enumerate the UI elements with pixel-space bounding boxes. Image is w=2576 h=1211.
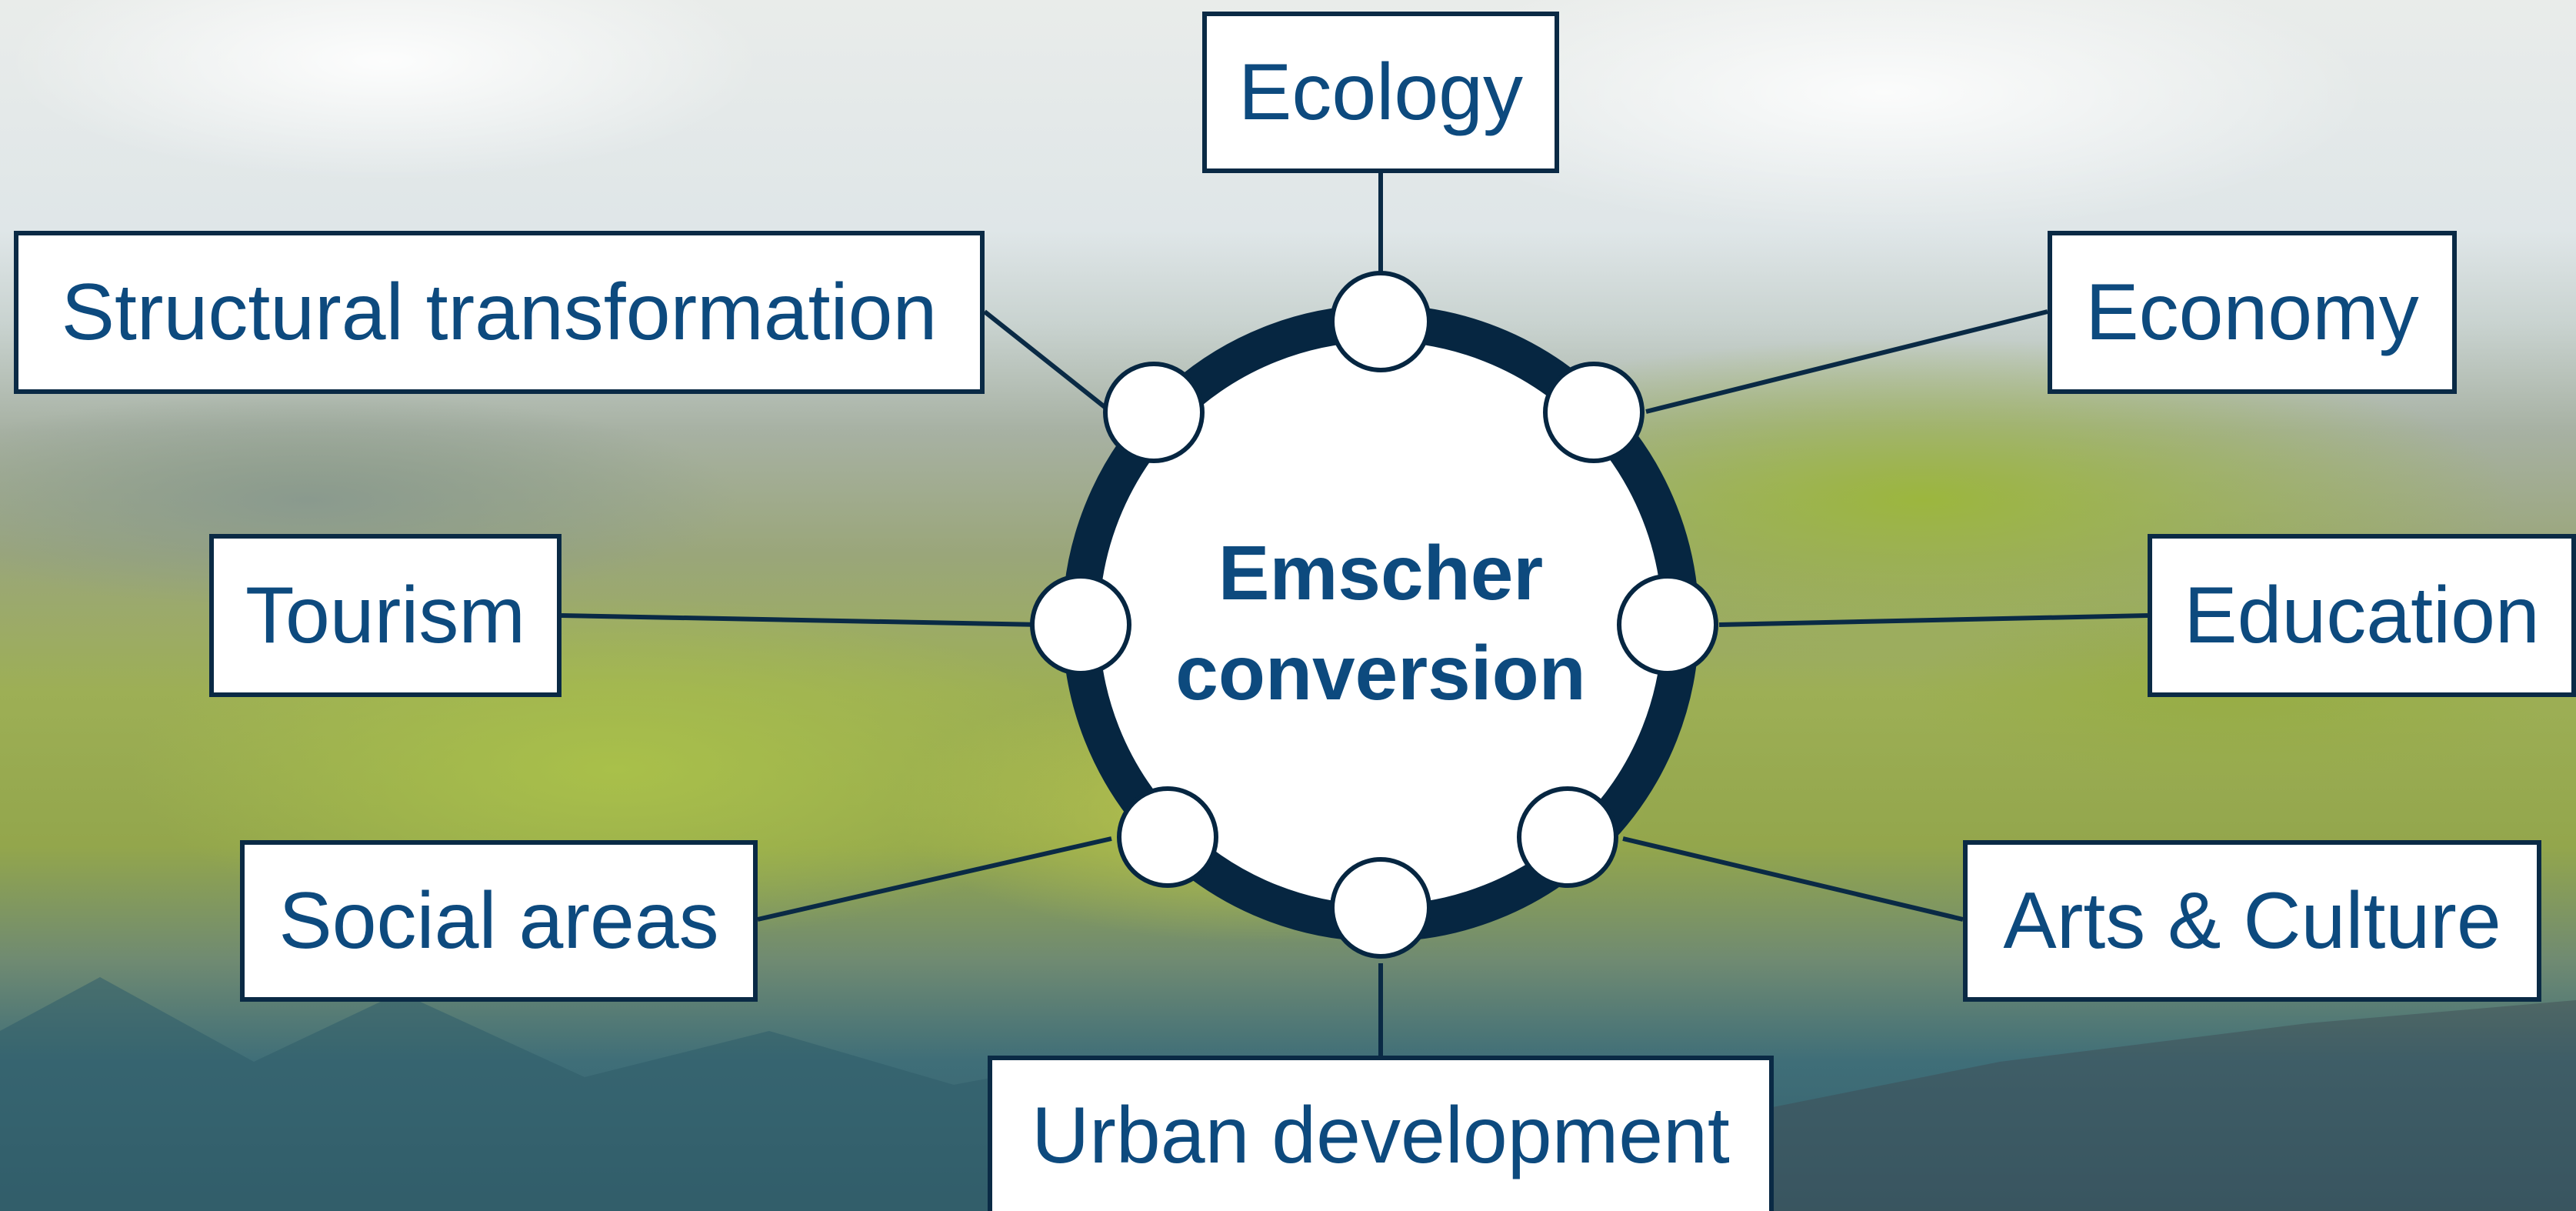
node-structural-transformation	[1103, 362, 1205, 463]
connector-education	[1718, 613, 2148, 627]
theme-box-education: Education	[2148, 534, 2576, 697]
theme-box-structural-transformation: Structural transformation	[14, 231, 985, 394]
theme-box-tourism: Tourism	[209, 534, 562, 697]
theme-box-social-areas: Social areas	[240, 840, 758, 1002]
theme-box-economy: Economy	[2048, 231, 2457, 394]
theme-label-urban-development: Urban development	[1031, 1091, 1730, 1180]
theme-label-structural-transformation: Structural transformation	[61, 268, 938, 357]
theme-label-economy: Economy	[2085, 268, 2419, 357]
node-arts-culture	[1517, 786, 1618, 888]
theme-box-arts-culture: Arts & Culture	[1963, 840, 2541, 1002]
theme-label-tourism: Tourism	[245, 571, 526, 660]
node-education	[1617, 574, 1718, 676]
theme-label-ecology: Ecology	[1238, 48, 1523, 137]
node-social-areas	[1117, 786, 1218, 888]
connector-structural-transformation	[983, 309, 1117, 418]
connector-social-areas	[757, 836, 1112, 922]
theme-label-social-areas: Social areas	[278, 876, 719, 966]
theme-box-ecology: Ecology	[1202, 12, 1559, 173]
connector-arts-culture	[1622, 836, 1964, 922]
connector-tourism	[561, 613, 1043, 627]
node-economy	[1543, 362, 1645, 463]
hub-title: Emscher conversion	[1131, 523, 1631, 723]
theme-label-arts-culture: Arts & Culture	[2003, 876, 2501, 966]
theme-box-urban-development: Urban development	[988, 1056, 1774, 1211]
hub-title-line-2: conversion	[1175, 630, 1586, 716]
theme-label-education: Education	[2184, 571, 2540, 660]
node-ecology	[1330, 271, 1431, 372]
node-tourism	[1030, 574, 1131, 676]
connector-economy	[1645, 309, 2048, 414]
hub-title-line-1: Emscher	[1218, 530, 1544, 616]
node-urban-development	[1330, 857, 1431, 959]
